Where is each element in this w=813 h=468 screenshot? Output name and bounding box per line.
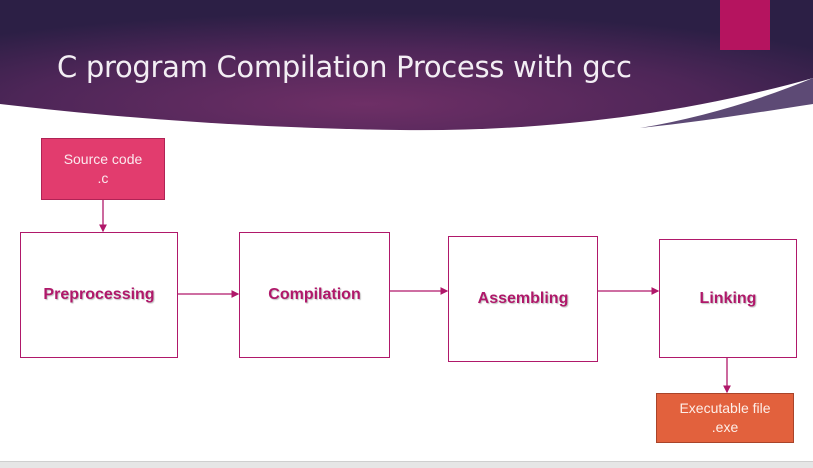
- executable-extension: .exe: [711, 419, 739, 435]
- accent-square: [720, 0, 770, 50]
- executable-file-box: Executable file .exe: [656, 393, 794, 443]
- stage-label: Linking: [699, 289, 757, 307]
- stage-linking: Linking: [659, 239, 797, 358]
- executable-label: Executable file: [679, 400, 771, 416]
- slide-title: C program Compilation Process with gcc: [57, 50, 632, 84]
- stage-label: Preprocessing: [43, 286, 155, 303]
- stage-compilation: Compilation: [239, 232, 390, 358]
- slide-header-banner: [0, 0, 813, 131]
- stage-label: Assembling: [477, 290, 569, 307]
- source-code-label: Source code: [63, 151, 143, 167]
- stage-label: Compilation: [268, 286, 361, 303]
- source-code-extension: .c: [97, 170, 109, 186]
- stage-preprocessing: Preprocessing: [20, 232, 178, 358]
- stage-assembling: Assembling: [448, 236, 598, 362]
- bottom-scrollbar-strip: [0, 461, 813, 468]
- source-code-box: Source code .c: [41, 138, 165, 200]
